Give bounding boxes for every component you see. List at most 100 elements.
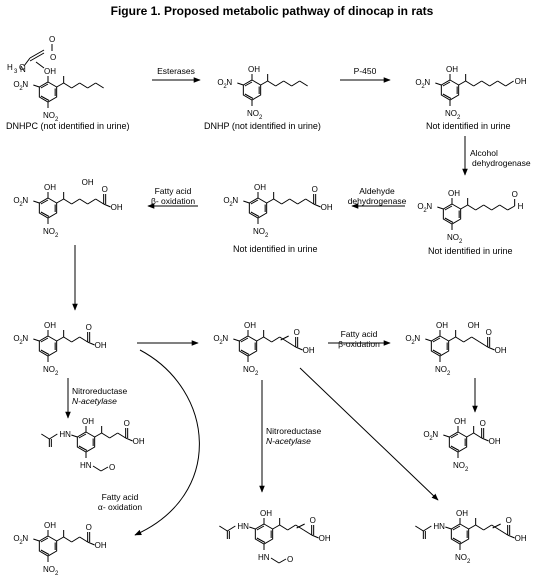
- subscript-2: 2: [429, 436, 433, 442]
- label-alcohol-dh: Alcohol dehydrogenase: [470, 148, 531, 168]
- root-bond: [56, 336, 64, 342]
- oh-label: OH: [95, 341, 107, 350]
- subscript-2: 2: [259, 115, 263, 121]
- o-label: O: [310, 516, 316, 525]
- double-bond: [40, 537, 49, 543]
- caption-dnhp: DNHP (not identified in urine): [204, 121, 321, 131]
- chain-bond: [71, 82, 80, 89]
- benzene-ring: [238, 335, 258, 357]
- acid-bond: [87, 341, 95, 346]
- benzene-ring: [430, 335, 450, 357]
- acid-bond: [507, 534, 515, 539]
- left-bond: [445, 526, 452, 530]
- nitro-label: O: [223, 196, 229, 205]
- double-bond: [444, 217, 454, 223]
- oh-label: OH: [44, 183, 56, 192]
- acid-bond: [499, 529, 508, 536]
- oh-label: OH: [495, 346, 507, 355]
- oh-label: OH: [515, 534, 527, 543]
- nitro-label: NO: [253, 227, 265, 236]
- oh-label: OH: [515, 77, 527, 86]
- o-label: O: [49, 35, 55, 44]
- benzene-ring: [38, 535, 58, 557]
- root-bond: [56, 536, 64, 542]
- acetyl-bond: [270, 557, 280, 564]
- acetyl-bond: [415, 525, 424, 532]
- subscript-2: 2: [55, 117, 59, 123]
- benzene-ring: [76, 431, 96, 453]
- acetyl-bond: [41, 433, 50, 440]
- root-bond: [56, 82, 64, 88]
- nitro-label: NO: [43, 227, 55, 236]
- acid-bond: [305, 198, 314, 205]
- label-aldehyde-dh: Aldehyde dehydrogenase: [347, 186, 407, 206]
- benzene-ring: [440, 79, 460, 101]
- double-bond: [442, 81, 451, 87]
- oh-label: OH: [133, 437, 145, 446]
- chain-bond: [499, 204, 508, 211]
- subscript-2: 2: [19, 540, 23, 546]
- chain-bond: [279, 524, 288, 531]
- oh-label: OH: [254, 183, 266, 192]
- oh-label: OH: [454, 417, 466, 426]
- figure-title: Figure 1. Proposed metabolic pathway of …: [110, 4, 434, 18]
- chain-bond: [71, 536, 80, 543]
- oh-label: OH: [244, 321, 256, 330]
- acid-bond: [313, 203, 321, 208]
- chain-bond: [271, 336, 280, 343]
- nitro-label: O: [13, 80, 19, 89]
- o-label: O: [86, 323, 92, 332]
- chain-bond: [279, 336, 288, 343]
- double-bond: [244, 93, 254, 99]
- subscript-2: 2: [19, 86, 23, 92]
- acid-bond: [95, 198, 104, 205]
- chain-bond: [483, 204, 492, 211]
- chain-bond: [71, 198, 80, 205]
- subscript-2: 2: [265, 233, 269, 239]
- o-label: O: [124, 419, 130, 428]
- vinyl-bond: [29, 49, 45, 59]
- oh-label: OH: [446, 65, 458, 74]
- subscript-2: 2: [457, 115, 461, 121]
- nitro-label: N: [226, 78, 232, 87]
- left-bond: [437, 206, 444, 210]
- chain-bond: [463, 336, 472, 343]
- arrow-diag: [299, 367, 439, 501]
- caption-omega-oh: Not identified in urine: [426, 121, 511, 131]
- root-bond: [256, 336, 264, 342]
- label-p450: P-450: [353, 66, 377, 76]
- benzene-ring: [254, 523, 274, 545]
- benzene-ring: [450, 523, 470, 545]
- chain-bond: [297, 198, 306, 205]
- left-bond: [71, 434, 78, 438]
- double-bond: [432, 337, 441, 343]
- subscript-2: 2: [421, 84, 425, 90]
- acid-bond: [79, 336, 88, 343]
- chain-bond: [109, 432, 118, 439]
- double-bond: [296, 523, 305, 529]
- oh-label: OH: [44, 521, 56, 530]
- nitro-label: N: [432, 430, 438, 439]
- subscript-2: 2: [219, 340, 223, 346]
- acetyl-bond: [227, 525, 236, 532]
- double-bond: [40, 549, 50, 555]
- acetyl-bond: [100, 466, 109, 472]
- subscript-2: 2: [223, 84, 227, 90]
- oh-label: OH: [489, 437, 501, 446]
- chain-bond: [63, 198, 72, 205]
- acid-bond: [311, 534, 319, 539]
- root-bond: [260, 80, 268, 86]
- chain-bond: [507, 205, 515, 211]
- subscript-2: 2: [467, 559, 471, 565]
- chain-bond: [275, 80, 284, 87]
- o-label: O: [102, 185, 108, 194]
- double-bond: [452, 525, 461, 531]
- o-label: O: [287, 555, 293, 564]
- chain-bond: [101, 432, 110, 439]
- subscript-2: 2: [465, 467, 469, 473]
- h-label: H: [518, 202, 524, 211]
- c-label: C: [19, 63, 25, 72]
- chain-bond: [471, 336, 480, 343]
- left-bond: [33, 538, 40, 542]
